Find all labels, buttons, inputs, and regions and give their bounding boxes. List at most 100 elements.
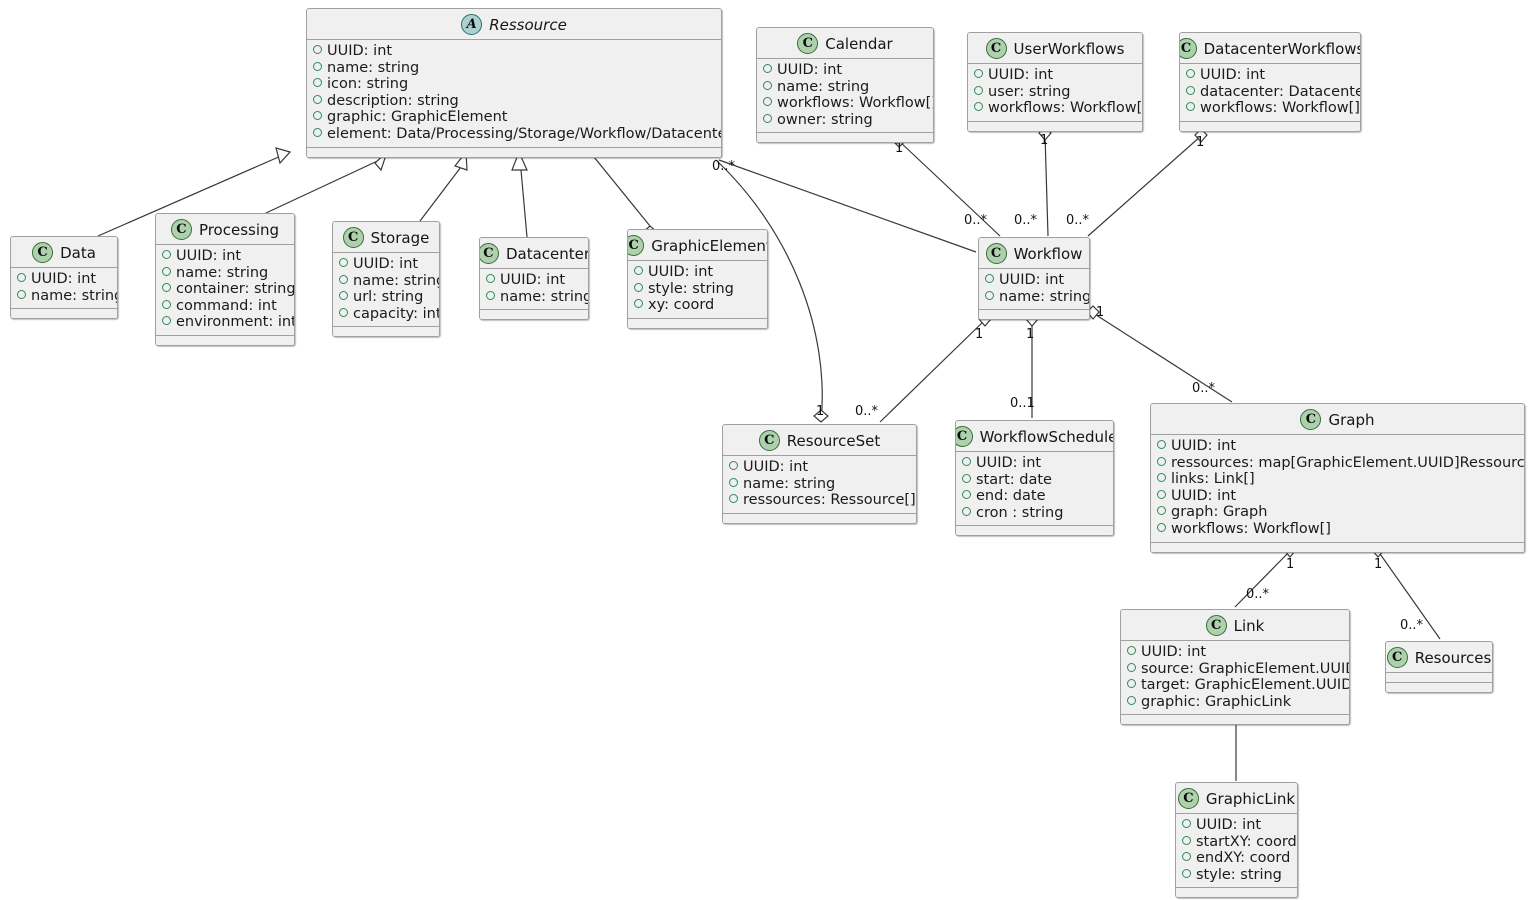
attribute-row: UUID: int [1127, 644, 1343, 661]
attribute-row: endXY: coord [1182, 850, 1291, 867]
public-visibility-icon [729, 477, 738, 487]
attribute-label: icon: string [327, 76, 409, 93]
attribute-row: element: Data/Processing/Storage/Workflo… [313, 126, 721, 143]
attribute-label: source: GraphicElement.UUID [1141, 660, 1350, 677]
attribute-row: style: string [1182, 867, 1291, 884]
attribute-row: UUID: int [1157, 488, 1518, 505]
class-icon: C [1205, 615, 1227, 636]
empty-compartment [480, 310, 588, 320]
multiplicity-label-m-ressource-set: 0..* [712, 159, 736, 174]
public-visibility-icon [1157, 506, 1166, 516]
empty-compartment [1151, 542, 1524, 552]
attribute-row: start: date [962, 472, 1107, 489]
empty-compartment [11, 309, 117, 319]
multiplicity-label-m-res-graph: 0..* [1400, 618, 1424, 633]
attribute-row: UUID: int [1182, 817, 1291, 834]
attribute-row: startXY: coord [1182, 834, 1297, 851]
attribute-row: url: string [339, 289, 433, 306]
class-icon: C [628, 235, 645, 256]
attribute-row: links: Link[] [1157, 471, 1518, 488]
attribute-label: start: date [976, 471, 1052, 488]
class-icon: C [1180, 38, 1197, 59]
multiplicity-label-m-calendar-wf: 0..* [964, 213, 988, 228]
public-visibility-icon [339, 291, 348, 301]
edge-ressource-has-graphicelement [593, 156, 651, 227]
class-title-graphicelement: GraphicElement [651, 236, 768, 255]
empty-compartment [307, 147, 721, 157]
attribute-label: UUID: int [1200, 67, 1266, 83]
attribute-label: UUID: int [1141, 644, 1207, 660]
class-icon: C [1300, 409, 1322, 430]
public-visibility-icon [313, 111, 322, 121]
attribute-row: UUID: int [162, 248, 288, 265]
attribute-row: UUID: int [17, 271, 111, 288]
public-visibility-icon [634, 282, 643, 292]
attribute-label: name: string [500, 288, 589, 305]
attribute-row: name: string [339, 273, 439, 290]
class-header-graphicelement: C GraphicElement [628, 230, 767, 261]
attribute-row: UUID: int [962, 455, 1107, 472]
attribute-label: url: string [353, 289, 424, 306]
attribute-label: name: string [31, 287, 118, 304]
public-visibility-icon [1127, 646, 1136, 655]
public-visibility-icon [339, 274, 348, 284]
class-icon: C [480, 243, 499, 264]
class-icon: C [1177, 788, 1199, 809]
attribute-label: graphic: GraphicElement [327, 109, 508, 126]
attribute-label: UUID: int [999, 272, 1065, 288]
attribute-label: target: GraphicElement.UUID [1141, 677, 1350, 694]
attribute-row: icon: string [313, 76, 715, 93]
attribute-row: UUID: int [634, 264, 761, 281]
public-visibility-icon [313, 78, 322, 88]
class-icon: C [956, 426, 973, 447]
attribute-label: capacity: int [353, 305, 440, 322]
attribute-label: UUID: int [777, 62, 843, 78]
public-visibility-icon [486, 274, 495, 283]
edge-storage-inherits-ressource [419, 162, 465, 222]
attribute-label: startXY: coord [1196, 833, 1297, 850]
attribute-label: UUID: int [648, 264, 714, 280]
public-visibility-icon [17, 289, 26, 299]
public-visibility-icon [313, 61, 322, 71]
multiplicity-label-m-wf-resset-1: 1 [975, 327, 984, 342]
public-visibility-icon [763, 64, 772, 73]
class-title-ressource: Ressource [489, 15, 567, 34]
attribute-row: datacenter: Datacenter [1186, 84, 1360, 101]
attribute-row: UUID: int [486, 272, 582, 289]
attribute-label: datacenter: Datacenter [1200, 83, 1361, 100]
attribute-label: UUID: int [176, 248, 242, 264]
public-visibility-icon [1182, 852, 1191, 862]
attribute-row: ressources: map[GraphicElement.UUID]Ress… [1157, 455, 1524, 472]
attribute-row: graph: Graph [1157, 504, 1518, 521]
attribute-label: ressources: map[GraphicElement.UUID]Ress… [1171, 454, 1525, 471]
public-visibility-icon [162, 316, 171, 326]
class-title-datacenter: Datacenter [505, 244, 589, 263]
